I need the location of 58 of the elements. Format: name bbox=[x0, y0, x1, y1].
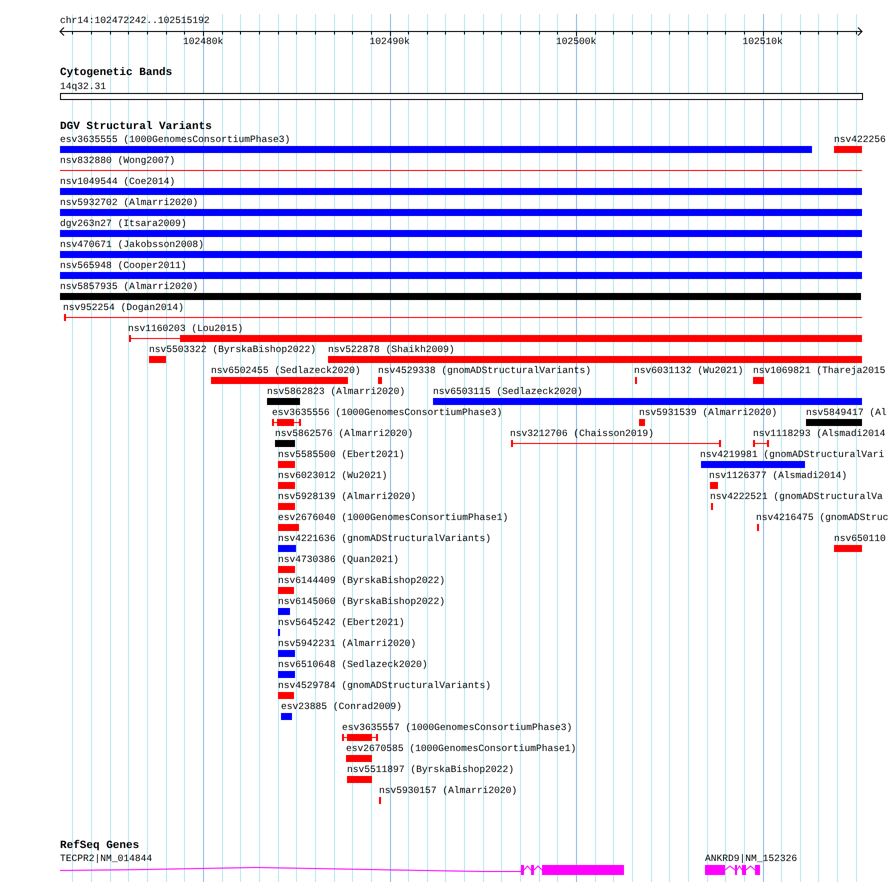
variant-label: esv23885 (Conrad2009) bbox=[281, 701, 402, 712]
variant-label: nsv5857935 (Almarri2020) bbox=[60, 281, 200, 292]
variant-label: esv3635555 (1000GenomesConsortiumPhase3) bbox=[60, 134, 292, 145]
variant-label: nsv5849417 (Al bbox=[806, 407, 887, 418]
variant-label: nsv3212706 (Chaisson2019) bbox=[510, 428, 655, 439]
variant-label: nsv4529338 (gnomADStructuralVariants) bbox=[378, 365, 592, 376]
variant-label: nsv5862576 (Almarri2020) bbox=[275, 428, 414, 439]
variant-label: nsv650110 bbox=[834, 533, 886, 544]
variant-label: nsv6510648 (Sedlazeck2020) bbox=[278, 659, 428, 670]
scale-tick-label: 102510k bbox=[742, 36, 783, 47]
band-label: 14q32.31 bbox=[60, 81, 106, 92]
variant-label: nsv5585500 (Ebert2021) bbox=[278, 449, 405, 460]
variant-label: nsv5503322 (ByrskaBishop2022) bbox=[149, 344, 316, 355]
track-title: RefSeq Genes bbox=[60, 840, 140, 852]
coordinate-label: chr14:102472242..102515192 bbox=[60, 15, 210, 26]
variant-label: nsv832880 (Wong2007) bbox=[60, 155, 176, 166]
variant-label: nsv5930157 (Almarri2020) bbox=[379, 785, 518, 796]
variant-label: nsv1126377 (Alsmadi2014) bbox=[709, 470, 848, 481]
variant-label: nsv6503115 (Sedlazeck2020) bbox=[433, 386, 584, 397]
variant-label: nsv522878 (Shaikh2009) bbox=[328, 344, 456, 355]
variant-label: nsv4529784 (gnomADStructuralVariants) bbox=[278, 680, 492, 691]
track-title: Cytogenetic Bands bbox=[60, 67, 172, 79]
variant-label: nsv6502455 (Sedlazeck2020) bbox=[211, 365, 361, 376]
variant-label: nsv5931539 (Almarri2020) bbox=[639, 407, 778, 418]
variant-label: nsv4222521 (gnomADStructuralVa bbox=[710, 491, 883, 502]
track-title: DGV Structural Variants bbox=[60, 121, 212, 133]
variant-label: nsv1160203 (Lou2015) bbox=[128, 323, 244, 334]
scale-tick-label: 102480k bbox=[183, 36, 224, 47]
variant-label: nsv1049544 (Coe2014) bbox=[60, 176, 176, 187]
variant-label: nsv5645242 (Ebert2021) bbox=[278, 617, 405, 628]
gene-label: TECPR2|NM_014844 bbox=[60, 853, 154, 864]
variant-label: esv3635557 (1000GenomesConsortiumPhase3) bbox=[342, 722, 572, 733]
variant-label: nsv6145060 (ByrskaBishop2022) bbox=[278, 596, 445, 607]
variant-label: nsv6144409 (ByrskaBishop2022) bbox=[278, 575, 445, 586]
variant-label: nsv4219981 (gnomADStructuralVari bbox=[700, 449, 884, 460]
variant-label: nsv4221636 (gnomADStructuralVariants) bbox=[278, 533, 492, 544]
variant-label: nsv952254 (Dogan2014) bbox=[63, 302, 185, 313]
scale-tick-label: 102490k bbox=[370, 36, 410, 47]
variant-label: nsv5942231 (Almarri2020) bbox=[278, 638, 416, 649]
gene-label: ANKRD9|NM_152326 bbox=[705, 853, 798, 864]
variant-label: nsv5511897 (ByrskaBishop2022) bbox=[347, 764, 514, 775]
variant-label: nsv5928139 (Almarri2020) bbox=[278, 491, 416, 502]
variant-label: esv2676040 (1000GenomesConsortiumPhase1) bbox=[278, 512, 508, 523]
variant-label: nsv1069821 (Thareja2015 bbox=[753, 365, 886, 376]
variant-label: nsv5862823 (Almarri2020) bbox=[267, 386, 406, 397]
variant-label: esv3635556 (1000GenomesConsortiumPhase3) bbox=[272, 407, 502, 418]
variant-label: nsv4730386 (Quan2021) bbox=[278, 554, 399, 565]
variant-label: nsv1118293 (Alsmadi2014 bbox=[753, 428, 886, 439]
variant-label: nsv6031132 (Wu2021) bbox=[634, 365, 744, 376]
variant-label: nsv6023012 (Wu2021) bbox=[278, 470, 388, 481]
variant-label: nsv5932702 (Almarri2020) bbox=[60, 197, 200, 208]
scale-tick-label: 102500k bbox=[556, 36, 596, 47]
variant-label: nsv470671 (Jakobsson2008) bbox=[60, 239, 205, 250]
variant-label: nsv4216475 (gnomADStruc bbox=[756, 512, 888, 523]
variant-label: nsv422256 bbox=[834, 134, 886, 145]
variant-label: esv2670585 (1000GenomesConsortiumPhase1) bbox=[346, 743, 576, 754]
variant-label: nsv565948 (Cooper2011) bbox=[60, 260, 188, 271]
variant-label: dgv263n27 (Itsara2009) bbox=[60, 218, 188, 229]
